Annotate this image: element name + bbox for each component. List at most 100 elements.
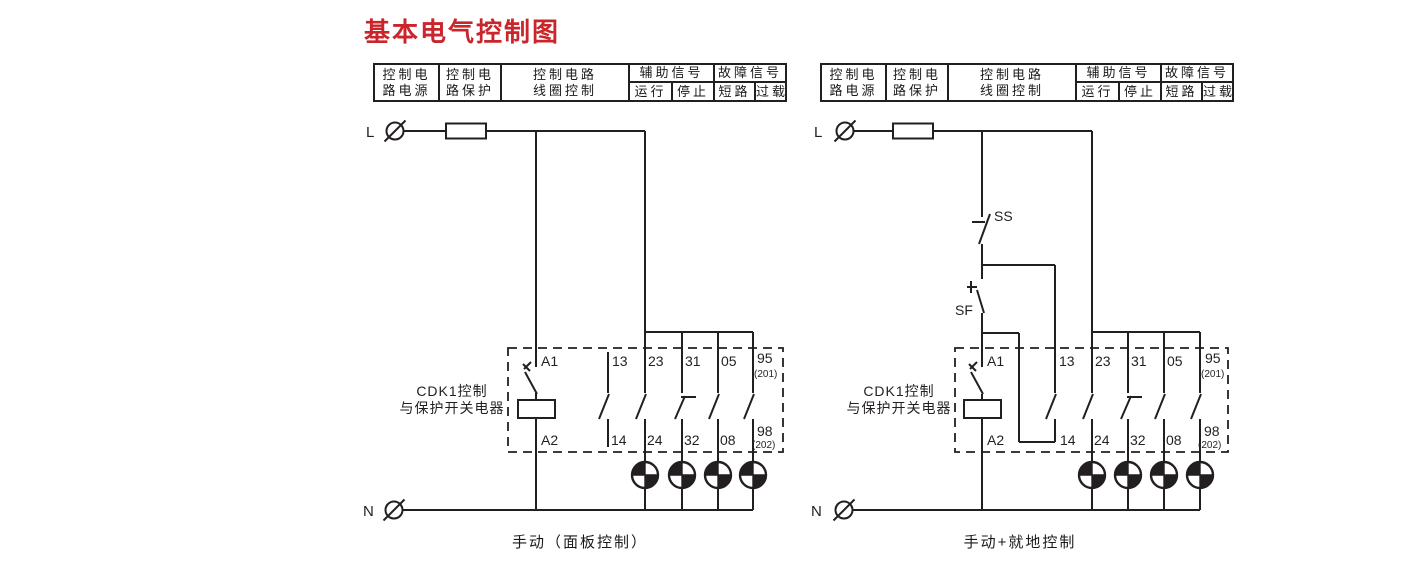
legend-power-line1: 控制电 (382, 66, 431, 82)
device-dashed-box (507, 347, 784, 453)
start-button-label: SF (955, 302, 973, 318)
legend-table-right: 控制电路电源 控制电路保护 控制电路线圈控制 辅助信号 故障信号 运行 停止 短… (820, 63, 1235, 102)
legend-coil-line1: 控制电路 (532, 66, 597, 82)
right-diagram-caption: 手动+就地控制 (963, 534, 1077, 551)
terminal-label-14: 14 (611, 432, 627, 448)
legend-cell-short: 短路 (1160, 81, 1204, 102)
left-circuit: L N A1 A2 13 14 23 24 31 32 05 08 95 (20… (363, 119, 784, 522)
legend-row-2: 运行 停止 短路 过载 (374, 81, 788, 102)
terminal-label-32: 32 (1130, 432, 1146, 448)
indicator-lamp-icon (1185, 460, 1215, 490)
legend-coil-line1: 控制电路 (979, 66, 1044, 82)
legend-cell-stop: 停止 (670, 81, 716, 102)
terminal-label-n: N (363, 503, 374, 520)
coil-symbol (517, 399, 556, 419)
device-label-line1: CDK1控制 (863, 383, 934, 399)
legend-cell-aux: 辅助信号 (1074, 63, 1163, 83)
terminal-label-08: 08 (1166, 432, 1182, 448)
terminal-label-l: L (366, 124, 374, 141)
terminal-label-13: 13 (1059, 353, 1075, 369)
terminal-label-98-sub: (202) (1198, 440, 1221, 451)
legend-cell-power: 控制电路电源 (820, 63, 887, 102)
legend-power-line1: 控制电 (829, 66, 878, 82)
device-label-line2: 与保护开关电器 (400, 400, 505, 416)
legend-row-1: 控制电路电源 控制电路保护 控制电路线圈控制 辅助信号 故障信号 (820, 63, 1235, 102)
terminal-label-23: 23 (1095, 353, 1111, 369)
indicator-lamp-icon (1113, 460, 1143, 490)
terminal-label-95-sub: (201) (1201, 369, 1224, 380)
terminal-label-n: N (811, 503, 822, 520)
legend-cell-protect: 控制电路保护 (885, 63, 949, 102)
line-terminal-icon (383, 119, 407, 143)
legend-coil-line2: 线圈控制 (532, 82, 597, 98)
legend-power-line2: 路电源 (382, 82, 431, 98)
legend-cell-stop: 停止 (1117, 81, 1163, 102)
indicator-lamp-icon (630, 460, 660, 490)
terminal-label-a1: A1 (987, 353, 1004, 369)
terminal-label-95: 95 (1205, 350, 1221, 366)
legend-cell-coil: 控制电路线圈控制 (500, 63, 630, 102)
legend-protect-line1: 控制电 (445, 66, 494, 82)
terminal-label-24: 24 (647, 432, 663, 448)
stop-button-label: SS (994, 208, 1013, 224)
page-title: 基本电气控制图 (364, 17, 561, 47)
fuse-symbol (445, 122, 487, 140)
legend-row-1: 控制电路电源 控制电路保护 控制电路线圈控制 辅助信号 故障信号 (373, 63, 788, 102)
terminal-label-95-sub: (201) (754, 369, 777, 380)
fuse-symbol (892, 122, 934, 140)
terminal-label-05: 05 (721, 353, 737, 369)
indicator-lamp-icon (738, 460, 768, 490)
right-wires (852, 130, 1202, 511)
terminal-label-31: 31 (685, 353, 701, 369)
terminal-label-a2: A2 (541, 432, 558, 448)
indicator-lamp-icon (1077, 460, 1107, 490)
terminal-label-23: 23 (648, 353, 664, 369)
legend-cell-short: 短路 (713, 81, 757, 102)
legend-cell-run: 运行 (628, 81, 673, 102)
terminal-label-08: 08 (720, 432, 736, 448)
terminal-label-a2: A2 (987, 432, 1004, 448)
device-label-line2: 与保护开关电器 (847, 400, 952, 416)
legend-cell-power: 控制电路电源 (373, 63, 440, 102)
terminal-label-31: 31 (1131, 353, 1147, 369)
legend-table-left: 控制电路电源 控制电路保护 控制电路线圈控制 辅助信号 故障信号 运行 停止 短… (373, 63, 788, 102)
indicator-lamp-icon (1149, 460, 1179, 490)
terminal-label-14: 14 (1060, 432, 1076, 448)
terminal-label-05: 05 (1167, 353, 1183, 369)
terminal-label-a1: A1 (541, 353, 558, 369)
legend-cell-coil: 控制电路线圈控制 (947, 63, 1077, 102)
left-diagram-caption: 手动（面板控制） (511, 534, 648, 551)
terminal-label-98-sub: (202) (752, 440, 775, 451)
legend-coil-line2: 线圈控制 (979, 82, 1044, 98)
terminal-label-95: 95 (757, 350, 773, 366)
legend-cell-overload: 过载 (1201, 81, 1235, 102)
legend-protect-line2: 路保护 (445, 82, 494, 98)
right-circuit: L N SS SF A1 A2 13 14 23 24 31 32 05 08 … (811, 119, 1229, 522)
coil-symbol (963, 399, 1002, 419)
line-terminal-icon (833, 119, 857, 143)
legend-power-line2: 路电源 (829, 82, 878, 98)
terminal-label-13: 13 (612, 353, 628, 369)
legend-protect-line2: 路保护 (892, 82, 941, 98)
terminal-label-98: 98 (1204, 423, 1220, 439)
terminal-label-24: 24 (1094, 432, 1110, 448)
terminal-label-l: L (814, 124, 822, 141)
terminal-label-32: 32 (684, 432, 700, 448)
neutral-terminal-icon (832, 498, 856, 522)
device-label-line1: CDK1控制 (416, 383, 487, 399)
legend-cell-fault: 故障信号 (713, 63, 788, 83)
legend-cell-overload: 过载 (754, 81, 788, 102)
indicator-lamp-icon (703, 460, 733, 490)
legend-protect-line1: 控制电 (892, 66, 941, 82)
neutral-terminal-icon (382, 498, 406, 522)
legend-cell-run: 运行 (1075, 81, 1120, 102)
legend-cell-fault: 故障信号 (1160, 63, 1235, 83)
left-wires (403, 130, 755, 511)
device-dashed-box (954, 347, 1229, 453)
terminal-label-98: 98 (757, 423, 773, 439)
indicator-lamp-icon (667, 460, 697, 490)
legend-row-2: 运行 停止 短路 过载 (821, 81, 1235, 102)
legend-cell-protect: 控制电路保护 (438, 63, 502, 102)
